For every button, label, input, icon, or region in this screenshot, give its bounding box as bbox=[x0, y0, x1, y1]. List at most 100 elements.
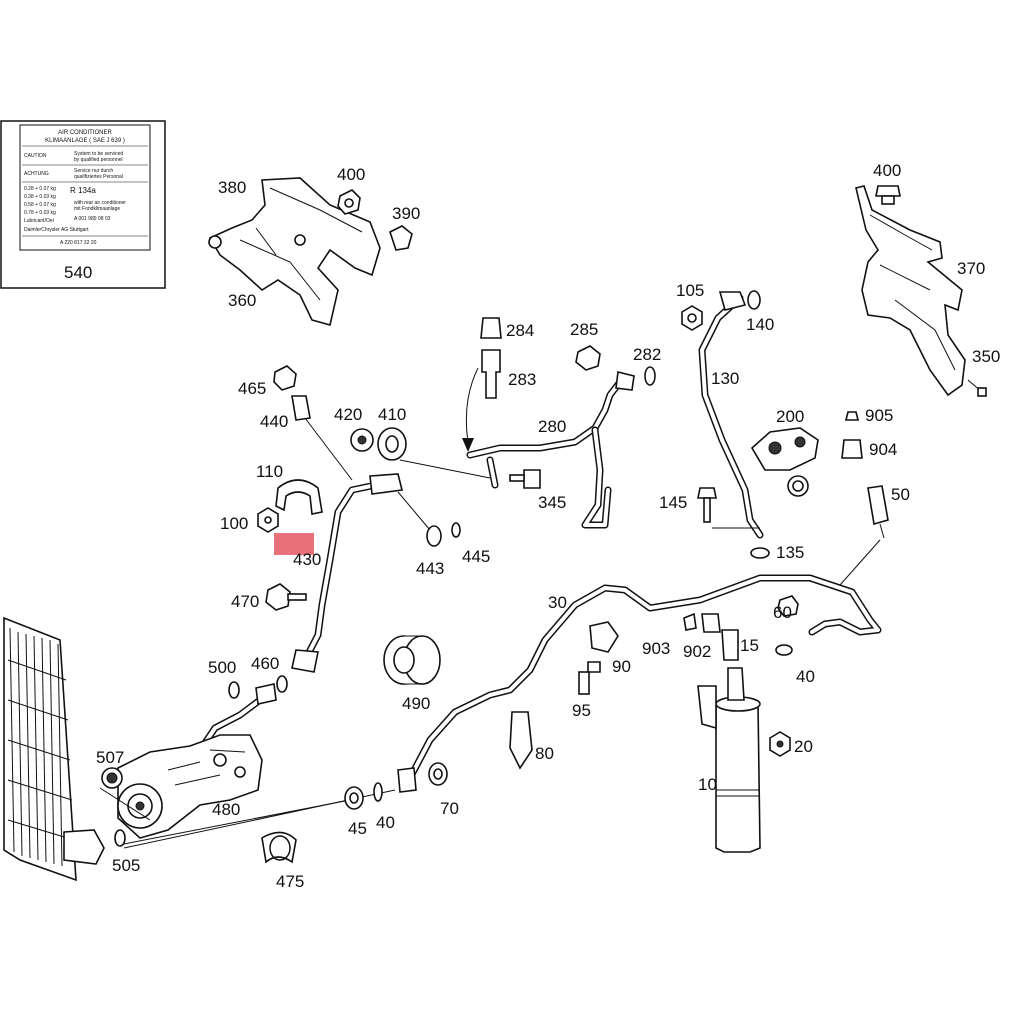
nut-100 bbox=[257, 507, 279, 533]
card-company: DaimlerChrysler AG Stuttgart bbox=[24, 227, 89, 233]
callout-490: 490 bbox=[402, 694, 430, 713]
cap-905 bbox=[844, 411, 860, 421]
nut-465 bbox=[273, 365, 297, 391]
callout-283: 283 bbox=[508, 370, 536, 389]
callout-370: 370 bbox=[957, 259, 985, 278]
line-30 bbox=[397, 574, 882, 793]
damper-420 bbox=[350, 428, 374, 452]
callout-500: 500 bbox=[208, 658, 236, 677]
card-caution-text-2: by qualified personnel bbox=[74, 157, 123, 163]
callout-445: 445 bbox=[462, 547, 490, 566]
callout-470: 470 bbox=[231, 592, 259, 611]
damper-490 bbox=[383, 635, 441, 685]
oring-135 bbox=[750, 547, 770, 559]
callout-70: 70 bbox=[440, 799, 459, 818]
callout-105: 105 bbox=[676, 281, 704, 300]
card-refrigerant: R 134a bbox=[70, 186, 96, 195]
callout-30: 30 bbox=[548, 593, 567, 612]
oring-500 bbox=[228, 681, 240, 699]
switch-15 bbox=[721, 629, 739, 661]
connector-902 bbox=[701, 613, 721, 633]
nut-105 bbox=[681, 305, 703, 331]
card-warning: ACHTUNG bbox=[24, 171, 49, 177]
card-caution: CAUTION bbox=[24, 153, 47, 159]
callout-905: 905 bbox=[865, 406, 893, 425]
callout-410: 410 bbox=[378, 405, 406, 424]
card-caution-text-1: System to be serviced bbox=[74, 151, 123, 157]
callout-200: 200 bbox=[776, 407, 804, 426]
callout-505: 505 bbox=[112, 856, 140, 875]
card-warning-text-2: qualifiziertes Personal bbox=[74, 174, 123, 180]
hose-430 bbox=[291, 473, 403, 673]
callout-390: 390 bbox=[392, 204, 420, 223]
highlight-marker bbox=[274, 533, 314, 555]
valve-440 bbox=[291, 395, 311, 421]
card-warning-text-1: Service nur durch bbox=[74, 168, 113, 174]
sensor-50 bbox=[867, 485, 889, 539]
cover-200 bbox=[750, 427, 819, 497]
callout-507: 507 bbox=[96, 748, 124, 767]
nut-285 bbox=[575, 345, 601, 371]
callout-460: 460 bbox=[251, 654, 279, 673]
nut-20 bbox=[769, 731, 791, 757]
valve-283 bbox=[481, 349, 501, 399]
bracket-370 bbox=[855, 185, 966, 397]
callout-345: 345 bbox=[538, 493, 566, 512]
bracket-360 bbox=[208, 177, 381, 326]
callout-904: 904 bbox=[869, 440, 897, 459]
callout-110: 110 bbox=[256, 462, 283, 481]
card-code: A 220 817 32 20 bbox=[60, 240, 97, 246]
oring-445 bbox=[451, 522, 461, 538]
callout-400-left: 400 bbox=[337, 165, 365, 184]
callout-135: 135 bbox=[776, 543, 804, 562]
callout-50: 50 bbox=[891, 485, 910, 504]
card-row-1: 0.28 + 0.07 kg bbox=[24, 186, 56, 192]
callout-443: 443 bbox=[416, 559, 444, 578]
callout-80: 80 bbox=[535, 744, 554, 763]
cap-904 bbox=[841, 439, 863, 459]
callout-40-right: 40 bbox=[796, 667, 815, 686]
callout-360: 360 bbox=[228, 291, 256, 310]
bolt-345 bbox=[509, 469, 541, 489]
card-oil-text-2: mit Fondklimaanlage bbox=[74, 206, 120, 212]
card-row-2: 0.38 + 0.03 kg bbox=[24, 194, 56, 200]
callout-45: 45 bbox=[348, 819, 367, 838]
valve-cap-284 bbox=[480, 317, 502, 339]
bolt-145 bbox=[697, 487, 717, 523]
callout-440: 440 bbox=[260, 412, 288, 431]
oring-140 bbox=[747, 290, 761, 310]
oring-282 bbox=[644, 366, 656, 386]
bolt-95 bbox=[578, 661, 601, 695]
bolt-400-top-right bbox=[875, 185, 901, 205]
condenser bbox=[3, 616, 77, 882]
card-lubricant: Lubricant/Oel bbox=[24, 218, 54, 224]
callout-380: 380 bbox=[218, 178, 246, 197]
card-oil-text-1: with rear air conditioner bbox=[74, 200, 126, 206]
callout-465: 465 bbox=[238, 379, 266, 398]
card-row-4: 0.78 + 0.03 kg bbox=[24, 210, 56, 216]
bolt-60 bbox=[777, 595, 799, 617]
clamp-110 bbox=[275, 479, 323, 515]
card-title-1: AIR CONDITIONER bbox=[58, 130, 112, 136]
callout-400-right: 400 bbox=[873, 161, 901, 180]
oring-460 bbox=[276, 675, 288, 693]
callout-90: 90 bbox=[612, 657, 631, 676]
line-130 bbox=[698, 291, 764, 539]
line-280 bbox=[466, 371, 635, 529]
fitting-505 bbox=[63, 829, 126, 865]
callout-475: 475 bbox=[276, 872, 304, 891]
callout-280: 280 bbox=[538, 417, 566, 436]
callout-60: 60 bbox=[773, 603, 792, 622]
nut-400-top-left bbox=[337, 189, 361, 215]
callout-40-left: 40 bbox=[376, 813, 395, 832]
callout-95: 95 bbox=[572, 701, 591, 720]
callout-540: 540 bbox=[64, 263, 92, 282]
oring-40-left bbox=[373, 782, 383, 802]
compressor bbox=[117, 734, 263, 839]
card-title-2: KLIMAANLAGE ( SAE J 639 ) bbox=[45, 138, 125, 144]
callout-15: 15 bbox=[740, 636, 759, 655]
dryer-10 bbox=[697, 667, 761, 853]
bolt-350 bbox=[967, 379, 987, 397]
card-row-3: 0.58 + 0.07 kg bbox=[24, 202, 56, 208]
callout-284: 284 bbox=[506, 321, 534, 340]
